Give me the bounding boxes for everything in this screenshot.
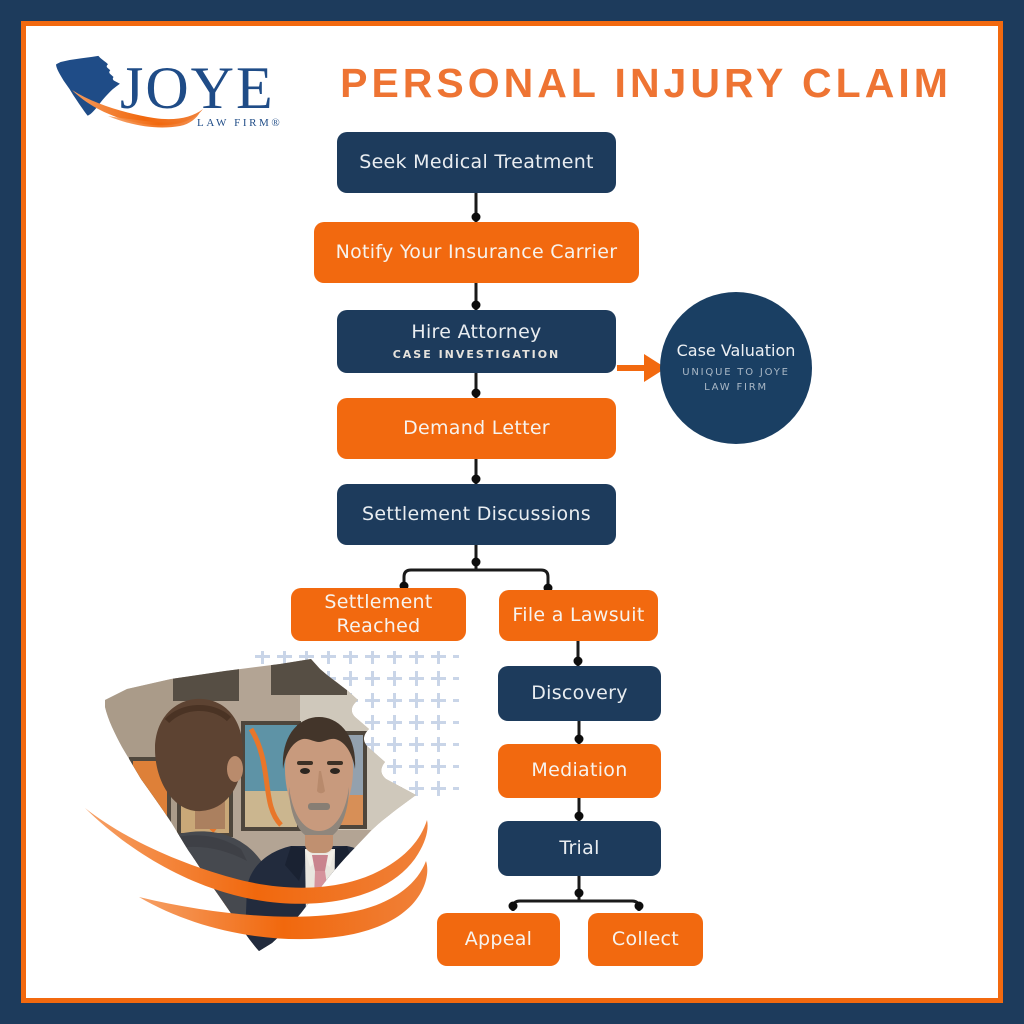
step-mediation: Mediation xyxy=(498,744,661,798)
step-file-a-lawsuit: File a Lawsuit xyxy=(499,590,658,641)
step-label: Demand Letter xyxy=(403,416,550,439)
logo-swoosh-icon xyxy=(72,90,203,126)
step-label: Collect xyxy=(611,927,680,950)
step-label: Settlement Reached xyxy=(324,590,433,637)
step-label: Appeal xyxy=(464,927,533,950)
step-trial: Trial xyxy=(498,821,661,876)
south-carolina-icon xyxy=(56,55,120,116)
callout-sublabel: UNIQUE TO JOYE LAW FIRM xyxy=(682,367,790,393)
step-label: Settlement Discussions xyxy=(362,502,591,525)
logo-wordmark: JOYE xyxy=(120,55,275,121)
callout-label: Case Valuation xyxy=(676,341,796,360)
step-label: File a Lawsuit xyxy=(512,603,645,626)
step-hire-attorney: Hire Attorney CASE INVESTIGATION xyxy=(337,310,616,373)
step-label: Trial xyxy=(559,836,600,859)
step-label: Seek Medical Treatment xyxy=(359,150,594,173)
step-label: Hire Attorney xyxy=(411,321,542,344)
step-notify-insurance-carrier: Notify Your Insurance Carrier xyxy=(314,222,639,283)
step-discovery: Discovery xyxy=(498,666,661,721)
swoosh-inner-icon xyxy=(139,861,428,940)
logo-subtext: LAW FIRM® xyxy=(197,117,282,129)
joye-law-firm-logo: JOYE LAW FIRM® xyxy=(56,55,282,129)
swoosh-icon xyxy=(85,808,428,904)
step-settlement-discussions: Settlement Discussions xyxy=(337,484,616,545)
logo-swoosh-inner-icon xyxy=(108,112,200,128)
step-appeal: Appeal xyxy=(437,913,560,966)
step-label: Notify Your Insurance Carrier xyxy=(335,240,618,263)
step-seek-medical-treatment: Seek Medical Treatment xyxy=(337,132,616,193)
attorneys-photo-south-carolina xyxy=(85,651,459,951)
step-label: Mediation xyxy=(531,759,628,782)
page-title: PERSONAL INJURY CLAIM xyxy=(340,60,952,106)
step-collect: Collect xyxy=(588,913,703,966)
step-sublabel: CASE INVESTIGATION xyxy=(392,348,561,361)
step-settlement-reached: Settlement Reached xyxy=(291,588,466,641)
case-valuation-callout: Case Valuation UNIQUE TO JOYE LAW FIRM xyxy=(660,292,812,444)
step-label: Discovery xyxy=(531,681,628,704)
step-demand-letter: Demand Letter xyxy=(337,398,616,459)
